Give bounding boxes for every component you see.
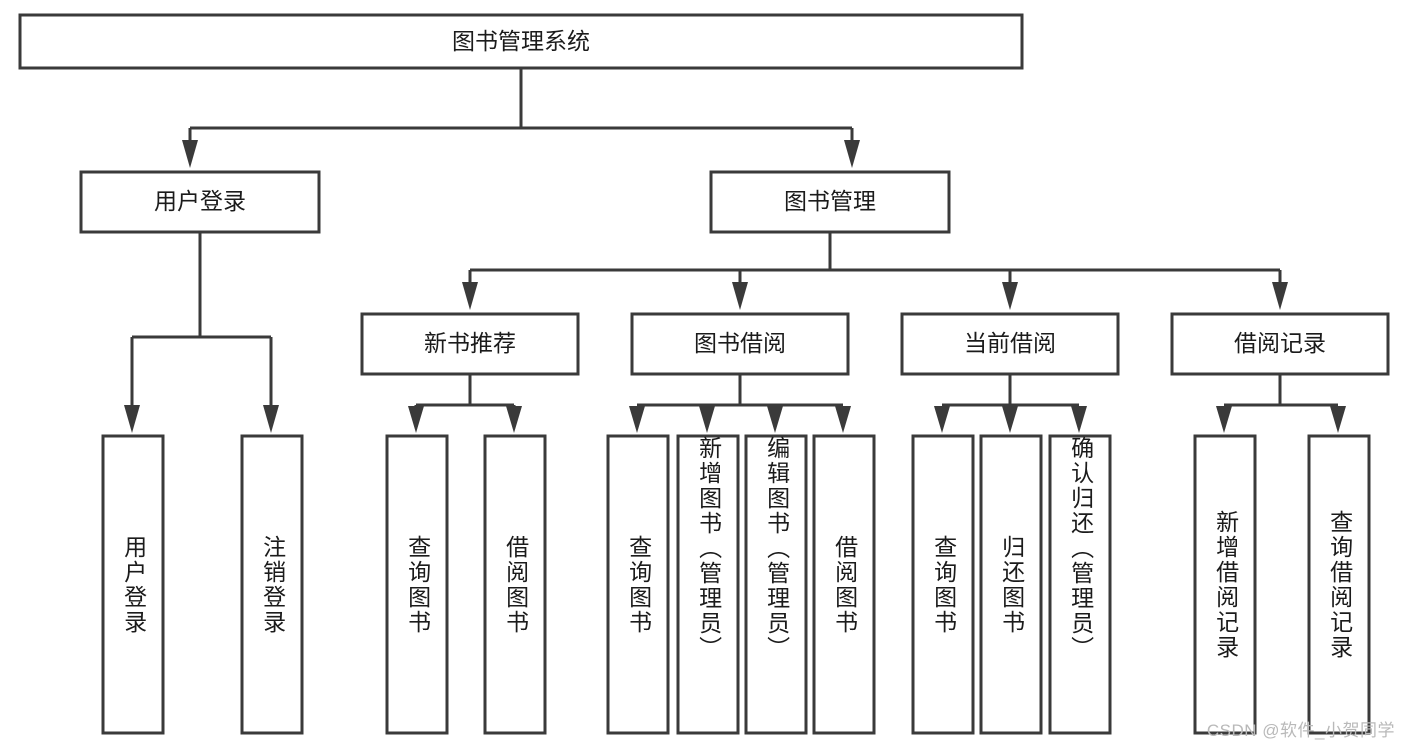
arrow-head-icon (699, 406, 715, 433)
node-new-book-recommend-box[interactable] (360, 312, 580, 376)
arrow-head-icon (408, 406, 424, 433)
arrow-head-icon (1272, 282, 1288, 310)
leaf-box-current-borrow-1[interactable] (979, 434, 1043, 735)
arrow-head-icon (462, 282, 478, 310)
arrow-head-icon (835, 406, 851, 433)
arrow-head-icon (263, 405, 279, 433)
connector-current-borrow-to-leaves (934, 374, 1087, 433)
leaf-box-book-borrow-1[interactable] (676, 434, 740, 735)
arrow-head-icon (629, 406, 645, 433)
node-new-book-recommend-label: 新书推荐 (424, 330, 516, 356)
connector-borrow-record-to-leaves (1216, 374, 1346, 433)
node-user-login[interactable]: 用户登录 (79, 170, 321, 234)
leaf-box-current-borrow-2[interactable] (1048, 434, 1112, 735)
arrow-head-icon (1002, 282, 1018, 310)
connector-book-management-to-level3 (462, 232, 1288, 310)
leaf-box-user-login-1[interactable] (240, 434, 304, 735)
arrow-head-icon (1216, 406, 1232, 433)
connector-new-book-to-leaves (408, 374, 522, 433)
node-user-login-label: 用户登录 (154, 188, 246, 214)
arrow-head-icon (1002, 406, 1018, 433)
arrow-head-icon (1071, 406, 1087, 433)
arrow-head-icon (124, 405, 140, 433)
node-borrow-record-label: 借阅记录 (1234, 330, 1326, 356)
arrow-head-icon (506, 406, 522, 433)
leaf-box-current-borrow-0[interactable] (911, 434, 975, 735)
connector-book-borrow-to-leaves (629, 374, 851, 433)
node-book-management-label: 图书管理 (784, 188, 876, 214)
arrow-head-icon (1330, 406, 1346, 433)
node-book-borrow-label: 图书借阅 (694, 330, 786, 356)
node-new-book-recommend[interactable]: 新书推荐 (360, 312, 580, 376)
node-book-management[interactable]: 图书管理 (709, 170, 951, 234)
node-root-box[interactable] (18, 13, 1024, 70)
arrow-head-icon (732, 282, 748, 310)
leaf-box-new-book-0[interactable] (385, 434, 449, 735)
node-user-login-box[interactable] (79, 170, 321, 234)
node-current-borrow-label: 当前借阅 (964, 330, 1056, 356)
node-root-label: 图书管理系统 (452, 28, 590, 54)
connector-user-login-to-leaves (124, 232, 279, 433)
arrow-head-icon (767, 406, 783, 433)
leaf-box-new-book-1[interactable] (483, 434, 547, 735)
node-current-borrow[interactable]: 当前借阅 (900, 312, 1120, 376)
arrow-head-icon (934, 406, 950, 433)
arrow-head-icon (182, 140, 198, 168)
leaf-box-book-borrow-0[interactable] (606, 434, 670, 735)
leaf-box-book-borrow-2[interactable] (744, 434, 808, 735)
leaf-box-borrow-record-0[interactable] (1193, 434, 1257, 735)
node-borrow-record[interactable]: 借阅记录 (1170, 312, 1390, 376)
arrow-head-icon (844, 140, 860, 168)
node-book-borrow[interactable]: 图书借阅 (630, 312, 850, 376)
leaf-box-user-login-0[interactable] (101, 434, 165, 735)
node-root[interactable]: 图书管理系统 (18, 13, 1024, 70)
leaf-box-book-borrow-3[interactable] (812, 434, 876, 735)
connector-root-to-level2 (182, 68, 860, 168)
node-current-borrow-box[interactable] (900, 312, 1120, 376)
leaf-box-borrow-record-1[interactable] (1307, 434, 1371, 735)
